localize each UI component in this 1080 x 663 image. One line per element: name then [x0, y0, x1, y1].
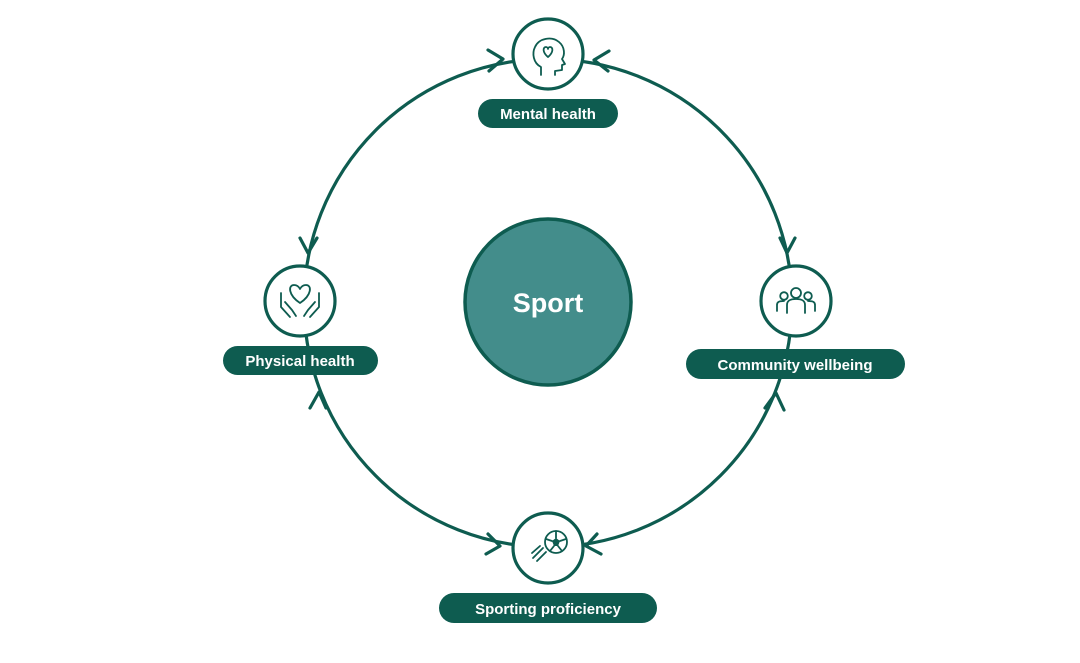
physical-health-pill — [223, 346, 378, 375]
mental-health-label: Mental health — [500, 106, 596, 123]
sporting-proficiency-label: Sporting proficiency — [475, 601, 622, 618]
mental-health-pill — [478, 99, 618, 128]
hands-heart-icon — [280, 284, 320, 318]
cycle-arrows — [298, 48, 797, 556]
head-heart-icon — [532, 37, 566, 76]
arrow-into-community-top — [778, 236, 797, 255]
physical-health-circle — [263, 264, 337, 338]
node-mental-health: Mental health — [478, 17, 618, 128]
arrow-into-mental-left — [486, 48, 505, 73]
community-wellbeing-circle — [759, 264, 833, 338]
node-sporting-proficiency: Sporting proficiency — [439, 511, 657, 623]
soccer-ball-icon — [531, 530, 568, 562]
people-group-icon — [776, 287, 816, 314]
center-node: Sport — [463, 217, 633, 387]
community-wellbeing-pill — [686, 349, 905, 379]
mental-health-circle — [511, 17, 585, 91]
node-physical-health: Physical health — [223, 264, 378, 375]
arrow-into-sporting-right — [584, 532, 603, 556]
community-wellbeing-label: Community wellbeing — [717, 357, 872, 374]
arrow-into-sporting-left — [484, 532, 502, 556]
node-community-wellbeing: Community wellbeing — [686, 264, 905, 379]
physical-health-label: Physical health — [245, 353, 354, 370]
center-circle — [463, 217, 633, 387]
sporting-proficiency-circle — [511, 511, 585, 585]
center-label: Sport — [513, 288, 584, 318]
arrow-into-mental-right — [592, 49, 611, 73]
arrow-into-physical-bottom — [308, 390, 328, 410]
sporting-proficiency-pill — [439, 593, 657, 623]
arrow-into-community-bottom — [763, 391, 786, 412]
arrow-into-physical-top — [298, 236, 319, 255]
